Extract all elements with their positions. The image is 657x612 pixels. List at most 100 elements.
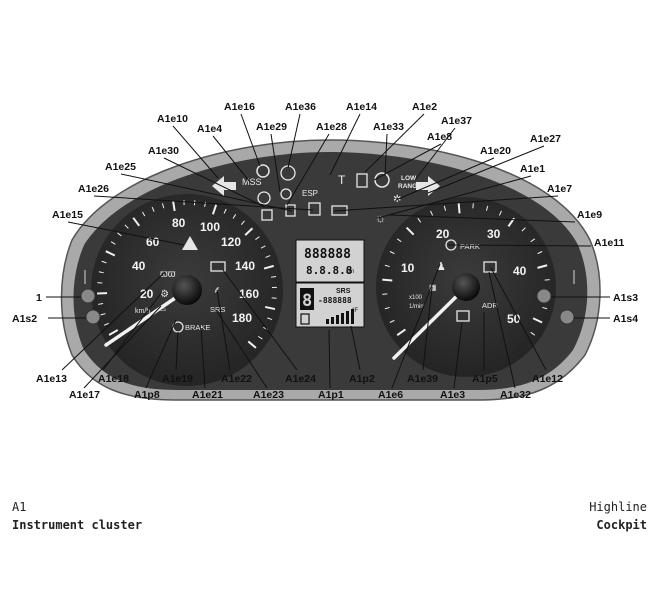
callout-a1e6: A1e6	[378, 389, 403, 401]
speedo-tick	[98, 303, 104, 305]
lcd-fuel-icon	[300, 313, 310, 325]
cruise-icon: ▦	[429, 283, 437, 292]
speedo-tick	[240, 220, 245, 225]
callout-a1e21: A1e21	[192, 389, 223, 401]
glow-plug-icon	[257, 191, 271, 205]
footer-code: A1	[12, 500, 27, 514]
speedometer: 20 40 60 80 100 120 140 160 180 km/h	[91, 194, 283, 386]
callout-a1e10: A1e10	[157, 113, 188, 125]
high-beam-icon	[210, 261, 226, 272]
footer-variant: Highline	[589, 500, 647, 514]
leader-lines	[46, 113, 610, 389]
tacho-tick	[537, 251, 543, 255]
tacho-tick	[405, 226, 415, 236]
speedo-tick	[103, 322, 109, 326]
tachometer-hub	[452, 273, 480, 301]
callout-a1e2: A1e2	[412, 101, 437, 113]
tacho-tick	[542, 306, 548, 310]
sidelight-icon: ☼	[375, 211, 386, 225]
speedo-tick	[232, 214, 237, 219]
callout-a1e19: A1e19	[162, 373, 193, 385]
tyre-pressure-icon	[280, 188, 292, 200]
oil-pressure-icon: ♨	[159, 303, 167, 313]
speedo-tick	[151, 206, 155, 212]
callout-a1p2: A1p2	[349, 373, 375, 385]
general-warning-icon	[182, 236, 198, 250]
callout-a1e7: A1e7	[547, 183, 572, 195]
tacho-tick	[384, 264, 390, 268]
speedo-tick	[100, 313, 106, 316]
low-range-top: LOW	[401, 175, 417, 182]
speedo-tick	[101, 260, 107, 264]
speedo-tick	[263, 264, 274, 270]
mode-button[interactable]	[80, 288, 96, 304]
diesel-filter-icon	[308, 202, 321, 216]
tacho-tick	[389, 251, 395, 255]
tachometer: 10 20 30 40 50 x100 1/min	[376, 197, 556, 377]
tacho-numeral: 50	[507, 312, 521, 326]
speedo-numeral: 40	[132, 259, 146, 273]
door-open-icon	[356, 173, 368, 188]
tacho-tick	[532, 317, 543, 324]
adr-label: ADR	[482, 301, 498, 310]
power-icon	[256, 164, 270, 178]
callout-a1e4: A1e4	[197, 123, 222, 135]
fuel-reserve-icon	[261, 209, 273, 221]
lcd-trip: 8.8.8.8	[306, 264, 352, 277]
speedo-numeral: 80	[172, 216, 186, 230]
tacho-tick	[384, 306, 390, 310]
callout-a1e36: A1e36	[285, 101, 316, 113]
tacho-tick	[498, 210, 502, 216]
speedo-tick	[108, 329, 119, 336]
callout-a1e12: A1e12	[532, 373, 563, 385]
callout-a1e11: A1e11	[594, 237, 625, 249]
turn-left-arrow-icon	[212, 176, 236, 196]
speedo-numeral: 60	[146, 235, 160, 249]
tacho-tick	[417, 217, 422, 223]
tacho-tick	[389, 319, 395, 323]
speedo-tick	[172, 200, 176, 212]
callout-1: 1	[36, 292, 42, 304]
tacho-unit-bottom: 1/min	[409, 304, 424, 310]
lcd-gear: 8	[302, 291, 312, 311]
lcd-gear-box	[300, 288, 314, 310]
speedo-tick	[260, 245, 266, 249]
lcd-trip-unit: km	[346, 269, 354, 275]
lcd-srs: SRS	[336, 288, 351, 295]
esp-label: ESP	[302, 189, 318, 198]
lcd-upper	[295, 239, 365, 283]
glow-coil-icon: ϖϖ	[160, 269, 176, 280]
speedo-numeral: 160	[239, 287, 259, 301]
speedo-tick	[247, 340, 257, 349]
reset-button-left[interactable]	[85, 309, 101, 325]
callout-a1e39: A1e39	[407, 373, 438, 385]
tachometer-needle	[392, 285, 468, 360]
tacho-indicators: PARK ♟ ▦ ADR	[429, 239, 498, 322]
footer-area: Cockpit	[596, 518, 647, 532]
footer-name: Instrument cluster	[12, 518, 143, 532]
tacho-numeral: 30	[487, 227, 501, 241]
speedometer-ticks	[97, 200, 277, 349]
tacho-numeral: 10	[401, 261, 415, 275]
brake-label: BRAKE	[185, 323, 210, 332]
callout-a1e24: A1e24	[285, 373, 316, 385]
plus-button[interactable]	[536, 288, 552, 304]
speedo-tick	[265, 255, 271, 258]
speedo-tick	[117, 232, 122, 237]
tacho-tick	[396, 328, 406, 336]
tacho-tick	[530, 331, 536, 336]
callout-a1e13: A1e13	[36, 373, 67, 385]
lcd-bar-graph	[326, 309, 354, 324]
tacho-unit-top: x100	[409, 295, 423, 301]
lcd-odometer: 888888	[304, 247, 351, 262]
seatbelt-icon: ♟	[436, 261, 446, 273]
callout-a1e1: A1e1	[520, 163, 545, 175]
callout-a1e27: A1e27	[530, 133, 561, 145]
callout-a1e32: A1e32	[500, 389, 531, 401]
speedo-tick	[244, 227, 254, 236]
speedo-tick	[257, 335, 263, 340]
minus-button[interactable]	[559, 309, 575, 325]
speedo-tick	[98, 271, 104, 274]
callout-a1s3: A1s3	[613, 292, 638, 304]
callout-a1e30: A1e30	[148, 145, 179, 157]
